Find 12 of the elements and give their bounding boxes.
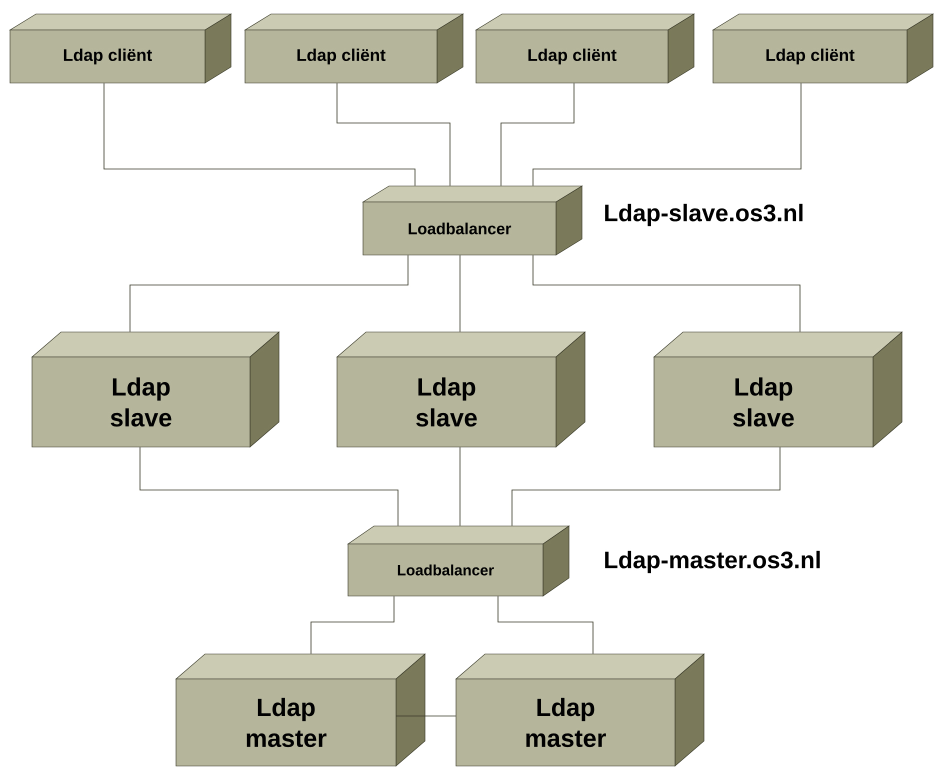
connector-line xyxy=(336,82,450,186)
connector-line xyxy=(532,82,802,186)
connector-line xyxy=(310,596,394,654)
connector-line xyxy=(500,82,574,186)
connector-line xyxy=(140,446,398,526)
connector-line xyxy=(498,596,594,654)
hostname-label: Ldap-slave.os3.nl xyxy=(605,204,802,226)
connector-line xyxy=(104,82,416,186)
hostname-label: Ldap-master.os3.nl xyxy=(605,550,820,574)
connector-line xyxy=(130,254,408,332)
connector-line xyxy=(532,254,800,332)
connector-line xyxy=(512,446,780,526)
